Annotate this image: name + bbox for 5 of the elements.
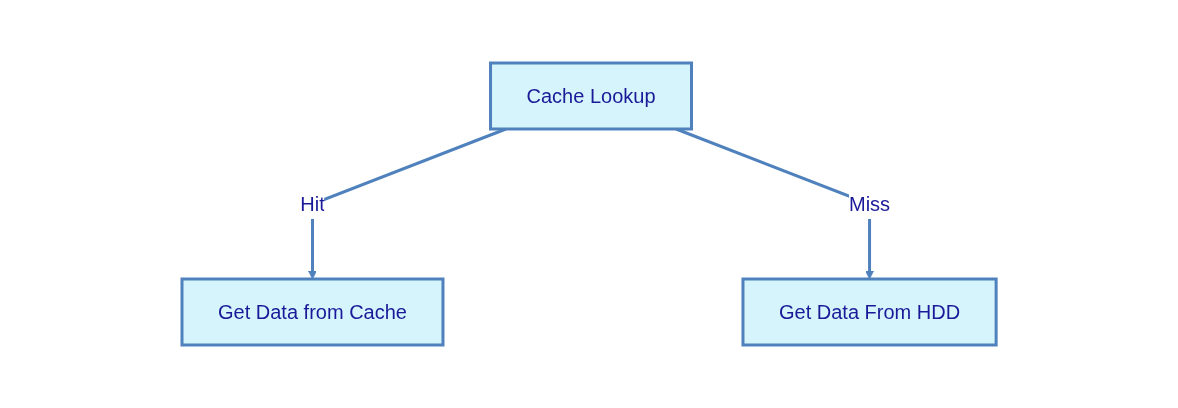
node-box: Cache Lookup [488, 61, 693, 131]
node-box: Get Data from Cache [180, 277, 445, 347]
node-box: Get Data From HDD [741, 277, 998, 347]
edge-label: Hit [300, 193, 325, 215]
edge-label: Miss [848, 193, 891, 215]
